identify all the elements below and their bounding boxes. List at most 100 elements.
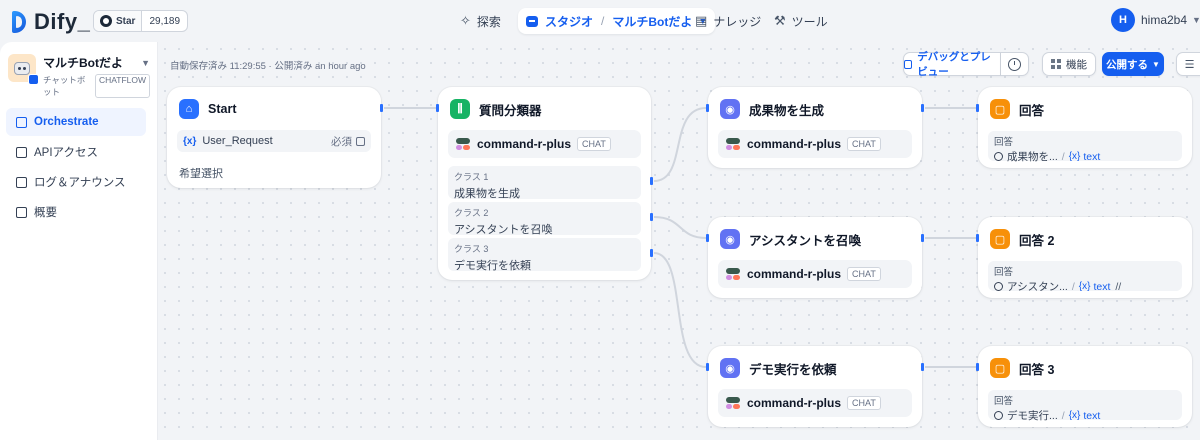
nav-tools[interactable]: ⚒ ツール (774, 9, 828, 33)
answer-content[interactable]: 回答 アシスタン.../{x}text// (988, 261, 1182, 293)
chevron-down-icon[interactable]: ▼ (141, 57, 150, 68)
answer-source: デモ実行... (1007, 410, 1058, 422)
model-mode-badge: CHAT (847, 396, 881, 410)
toolbox-icon: ⚒ (774, 13, 786, 28)
edge-class2-llm2 (653, 216, 707, 239)
input-handle[interactable] (706, 363, 709, 371)
nav-tools-label: ツール (791, 14, 828, 29)
sidebar-item-overview[interactable]: 概要 (6, 198, 146, 226)
class-label: クラス 3 (454, 244, 489, 254)
clock-icon (1008, 57, 1021, 71)
model-name: command-r-plus (747, 267, 842, 281)
studio-icon (526, 15, 538, 27)
user-name: hima2b4 (1141, 13, 1188, 27)
class-value: アシスタントを召喚 (454, 224, 553, 236)
llm-node-1[interactable]: ◉成果物を生成 command-r-plus CHAT (706, 87, 924, 168)
debug-preview-label: デバッグとプレビュー (917, 51, 991, 78)
answer-variable: text (1083, 150, 1101, 163)
class-item[interactable]: クラス 3 デモ実行を依頼 (448, 238, 641, 272)
sidebar-item-label: APIアクセス (34, 147, 98, 159)
class-item[interactable]: クラス 1 成果物を生成 (448, 166, 641, 200)
sidebar-item-api-access[interactable]: APIアクセス (6, 138, 146, 166)
node-title: Start (208, 102, 237, 116)
class-3-handle[interactable] (650, 249, 653, 257)
answer-icon: ▢ (990, 358, 1010, 378)
answer-label: 回答 (994, 137, 1014, 148)
output-handle[interactable] (921, 234, 924, 242)
llm-node-2[interactable]: ◉アシスタントを召喚 command-r-plus CHAT (706, 217, 924, 298)
sidebar-item-orchestrate[interactable]: Orchestrate (6, 108, 146, 136)
sidebar-item-label: ログ＆アナウンス (34, 177, 126, 189)
model-name: command-r-plus (747, 396, 842, 410)
start-node[interactable]: ⌂Start {x} User_Request 必須 希望選択 (167, 87, 383, 188)
answer-label: 回答 (994, 396, 1014, 407)
run-history-button[interactable] (1001, 52, 1029, 76)
answer-node-1[interactable]: ▢回答 回答 成果物を.../{x}text (976, 87, 1192, 168)
github-star-button[interactable]: Star 29,189 (93, 10, 189, 32)
input-handle[interactable] (706, 234, 709, 242)
input-handle[interactable] (976, 363, 979, 371)
llm-node-3[interactable]: ◉デモ実行を依頼 command-r-plus CHAT (706, 346, 924, 427)
checklist-button[interactable]: ☰ (1176, 52, 1200, 76)
features-button[interactable]: 機能 (1042, 52, 1096, 76)
required-label: 必須 (331, 135, 352, 148)
model-mode-badge: CHAT (577, 137, 611, 151)
sidebar: マルチBotだよ ▼ チャットボット CHATFLOW Orchestrate … (0, 42, 158, 440)
answer-label: 回答 (994, 267, 1014, 278)
input-handle[interactable] (976, 104, 979, 112)
chat-play-icon (904, 59, 913, 69)
llm-small-icon (994, 282, 1003, 291)
publish-label: 公開する (1106, 58, 1149, 71)
output-handle[interactable] (921, 363, 924, 371)
sidebar-item-label: Orchestrate (34, 116, 99, 128)
sidebar-item-label: 概要 (34, 207, 57, 219)
edge-class3-llm3 (653, 252, 707, 368)
workflow-canvas[interactable]: 自動保存済み 11:29:55 · 公開済み an hour ago デバッグと… (158, 42, 1200, 440)
current-app-selector[interactable]: マルチBotだよ (612, 14, 693, 29)
app-header[interactable]: マルチBotだよ ▼ チャットボット CHATFLOW (8, 54, 150, 98)
answer-node-2[interactable]: ▢回答 2 回答 アシスタン.../{x}text// (976, 217, 1192, 298)
node-title: アシスタントを召喚 (749, 233, 862, 248)
user-menu[interactable]: H hima2b4 ▼ (1111, 8, 1200, 32)
input-handle[interactable] (436, 104, 439, 112)
top-bar: Dify_ Star 29,189 ✧探索 スタジオ / マルチBotだよ ▼ … (0, 0, 1200, 42)
nav-studio-label: スタジオ (545, 14, 594, 29)
output-handle[interactable] (380, 104, 383, 112)
class-1-handle[interactable] (650, 177, 653, 185)
answer-content[interactable]: 回答 成果物を.../{x}text (988, 131, 1182, 163)
class-item[interactable]: クラス 2 アシスタントを召喚 (448, 202, 641, 236)
nav-knowledge[interactable]: ▤ナレッジ (695, 9, 761, 33)
model-selector[interactable]: command-r-plus CHAT (718, 130, 912, 158)
bar-chart-icon (16, 206, 27, 218)
class-2-handle[interactable] (650, 213, 653, 221)
answer-content[interactable]: 回答 デモ実行.../{x}text (988, 390, 1182, 422)
node-title: 回答 2 (1019, 233, 1055, 248)
nav-knowledge-label: ナレッジ (713, 14, 762, 29)
cohere-logo-icon (726, 397, 740, 409)
output-handle[interactable] (921, 104, 924, 112)
model-selector[interactable]: command-r-plus CHAT (448, 130, 641, 158)
sidebar-menu: Orchestrate APIアクセス ログ＆アナウンス 概要 (6, 108, 146, 228)
nav-explore[interactable]: ✧探索 (460, 9, 501, 33)
answer-node-3[interactable]: ▢ 回答 3 回答 デモ実行.../{x}text (976, 346, 1192, 427)
question-classifier-node[interactable]: ⫼質問分類器 command-r-plus CHAT クラス 1 成果物を生成 … (436, 87, 653, 280)
model-selector[interactable]: command-r-plus CHAT (718, 260, 912, 288)
app-mode-badge: CHATFLOW (94, 74, 150, 98)
dify-logo[interactable]: Dify_ (12, 9, 90, 35)
publish-button[interactable]: 公開する▼ (1102, 52, 1164, 76)
start-variable-row[interactable]: {x} User_Request 必須 (177, 130, 371, 152)
class-label: クラス 1 (454, 172, 489, 182)
debug-preview-button[interactable]: デバッグとプレビュー (903, 51, 1001, 78)
github-star-count: 29,189 (149, 15, 181, 27)
github-star-label: Star (116, 15, 136, 27)
llm-small-icon (994, 411, 1003, 420)
class-value: デモ実行を依頼 (454, 260, 531, 272)
cohere-logo-icon (456, 138, 470, 150)
cohere-logo-icon (726, 138, 740, 150)
node-title: 回答 3 (1019, 362, 1055, 377)
nav-studio[interactable]: スタジオ / マルチBotだよ ▼ (518, 8, 716, 34)
input-handle[interactable] (706, 104, 709, 112)
input-handle[interactable] (976, 234, 979, 242)
model-selector[interactable]: command-r-plus CHAT (718, 389, 912, 417)
sidebar-item-logs[interactable]: ログ＆アナウンス (6, 168, 146, 196)
